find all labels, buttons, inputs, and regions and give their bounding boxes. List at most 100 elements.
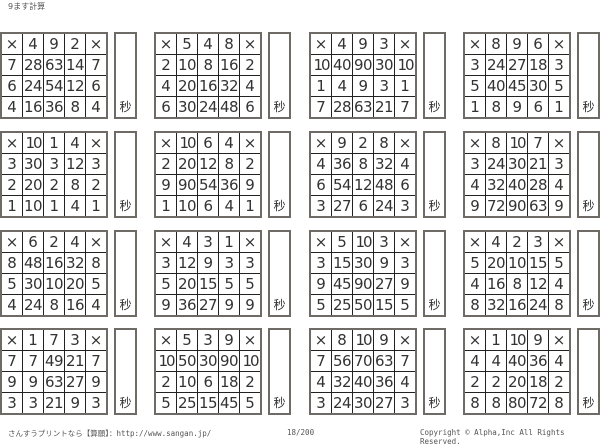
times-symbol: × [548,328,571,351]
left-number: 5 [0,273,23,295]
right-number: 4 [85,294,108,317]
top-number: 8 [218,32,240,55]
right-number: 3 [548,54,571,76]
right-number: 8 [548,294,571,317]
right-number: 3 [394,252,417,274]
answer-cell: 16 [197,75,219,97]
answer-cell: 80 [506,392,528,415]
answer-cell: 27 [64,371,86,393]
right-number: 7 [394,96,417,119]
times-symbol: × [309,131,332,154]
seconds-label: 秒 [582,298,595,312]
answer-cell: 9 [22,371,44,393]
right-number: 1 [394,75,417,97]
right-number: 7 [85,350,108,372]
left-number: 2 [154,371,177,393]
top-number: 6 [22,230,44,253]
answer-cell: 8 [506,273,528,295]
answer-cell: 9 [373,252,395,274]
seconds-label: 秒 [428,199,441,213]
right-number: 4 [548,174,571,196]
times-symbol: × [394,230,417,253]
top-number: 3 [527,230,549,253]
times-symbol: × [239,230,262,253]
left-number: 1 [0,195,23,218]
answer-cell: 45 [331,273,353,295]
top-number: 4 [331,32,353,55]
answer-cell: 30 [22,153,44,175]
answer-cell: 21 [64,350,86,372]
seconds-label: 秒 [119,298,132,312]
top-number: 4 [485,230,507,253]
right-number: 2 [239,54,262,76]
right-number: 4 [239,75,262,97]
top-number: 8 [485,32,507,55]
left-number: 2 [0,174,23,196]
answer-cell: 72 [485,195,507,218]
answer-cell: 21 [373,96,395,119]
top-number: 10 [352,230,374,253]
answer-cell: 9 [506,96,528,119]
times-symbol: × [463,32,486,55]
times-symbol: × [154,328,177,351]
answer-cell: 3 [43,153,65,175]
right-number: 7 [85,54,108,76]
seconds-box: 秒 [268,32,291,119]
answer-cell: 4 [64,195,86,218]
answer-cell: 16 [22,96,44,119]
answer-cell: 90 [506,195,528,218]
answer-cell: 12 [197,153,219,175]
right-number: 10 [394,54,417,76]
right-number: 6 [239,96,262,119]
answer-cell: 54 [331,174,353,196]
answer-cell: 2 [43,174,65,196]
times-symbol: × [548,131,571,154]
times-symbol: × [154,230,177,253]
seconds-label: 秒 [582,199,595,213]
answer-cell: 90 [352,273,374,295]
answer-cell: 15 [373,294,395,317]
seconds-label: 秒 [428,396,441,410]
seconds-box: 秒 [114,328,137,415]
answer-cell: 30 [352,252,374,274]
answer-cell: 45 [218,392,240,415]
top-number: 8 [485,131,507,154]
left-number: 8 [463,294,486,317]
answer-cell: 10 [22,195,44,218]
answer-cell: 54 [197,174,219,196]
top-number: 3 [373,32,395,55]
top-number: 4 [22,32,44,55]
top-number: 10 [22,131,44,154]
times-symbol: × [154,131,177,154]
top-number: 9 [352,32,374,55]
answer-cell: 10 [176,54,198,76]
top-number: 7 [43,328,65,351]
answer-cell: 20 [485,252,507,274]
right-number: 7 [394,350,417,372]
right-number: 2 [239,371,262,393]
answer-cell: 30 [22,273,44,295]
top-number: 2 [352,131,374,154]
answer-cell: 54 [43,75,65,97]
seconds-box: 秒 [577,131,600,218]
right-number: 5 [548,75,571,97]
answer-cell: 32 [485,174,507,196]
left-number: 4 [0,294,23,317]
left-number: 5 [154,392,177,415]
footer-site: さんすうプリントなら【算願】：http://www.sangan.jp/ [8,429,212,438]
left-number: 7 [309,96,332,119]
right-number: 3 [85,392,108,415]
top-number: 8 [331,328,353,351]
top-number: 3 [197,328,219,351]
answer-cell: 16 [43,252,65,274]
right-number: 3 [239,252,262,274]
seconds-box: 秒 [114,131,137,218]
top-number: 1 [43,131,65,154]
answer-cell: 6 [352,195,374,218]
